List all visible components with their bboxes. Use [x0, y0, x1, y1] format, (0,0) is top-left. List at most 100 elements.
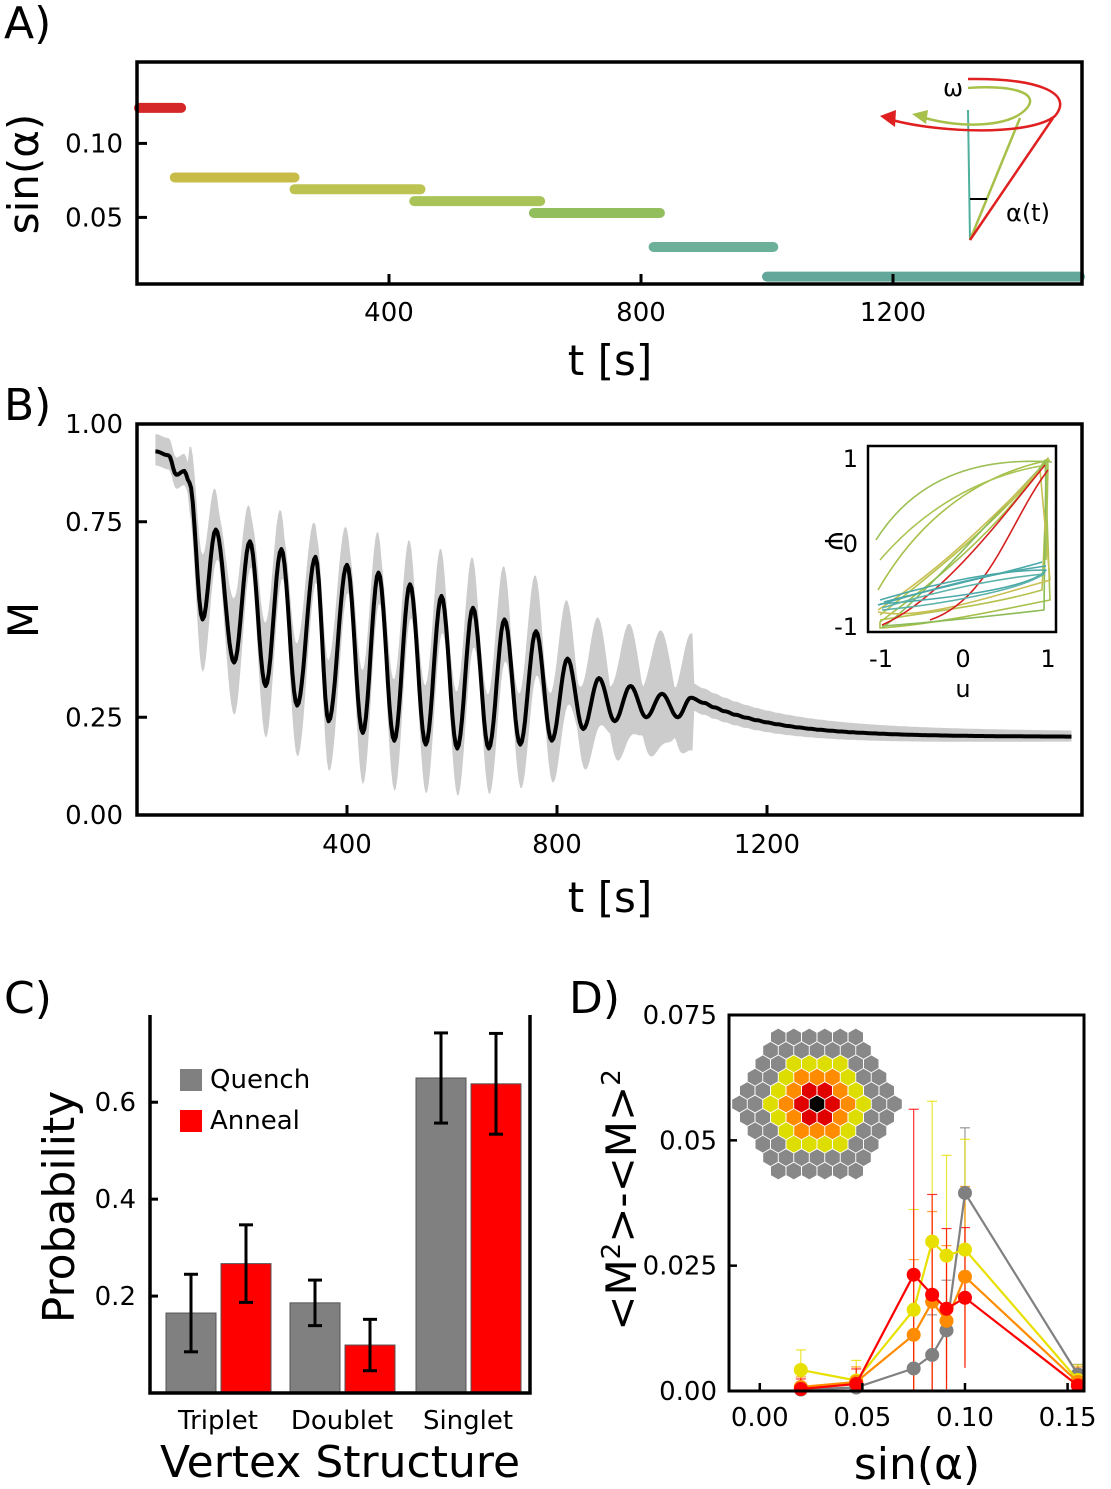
lattice-hexagon — [848, 1109, 863, 1126]
d-point — [793, 1362, 808, 1377]
a-x-tick-label: 1200 — [860, 298, 926, 328]
d-y-tick-label: 0.00 — [659, 1377, 717, 1407]
b-x-tick-label: 400 — [322, 830, 372, 860]
lattice-hexagon — [794, 1042, 809, 1059]
omega-label: ω — [943, 74, 963, 102]
lattice-hexagon — [747, 1122, 763, 1140]
c-x-tick-label: Singlet — [423, 1406, 513, 1436]
panel-b-mean-curve — [155, 449, 1072, 751]
inset-y-axis-label: Ψ — [819, 532, 847, 551]
d-x-tick-label: 0.15 — [1039, 1403, 1097, 1433]
c-y-tick-label: 0.6 — [95, 1088, 136, 1118]
lattice-hexagon — [887, 1095, 902, 1113]
d-point — [906, 1361, 921, 1376]
lattice-hexagon — [771, 1135, 786, 1153]
lattice-hexagon — [840, 1122, 856, 1140]
c-x-tick-label: Doublet — [291, 1406, 393, 1436]
lattice-hexagon — [809, 1122, 825, 1140]
inset-y-tick-label: -1 — [834, 613, 858, 641]
lattice-hexagon — [802, 1082, 817, 1099]
inset-x-axis-label: u — [955, 675, 970, 703]
d-point — [925, 1234, 940, 1249]
lattice-hexagon — [771, 1028, 786, 1046]
d-point — [1070, 1378, 1085, 1393]
lattice-hexagon — [848, 1028, 863, 1046]
lattice-hexagon — [778, 1068, 794, 1086]
d-series-line-0 — [800, 1189, 1079, 1391]
lattice-hexagon — [825, 1122, 840, 1140]
d-y-tick-label: 0.05 — [659, 1126, 717, 1156]
ylabel-sup-2: 2 — [597, 1069, 627, 1086]
d-point — [906, 1302, 921, 1317]
d-point — [939, 1313, 954, 1328]
lattice-hexagon — [848, 1055, 863, 1073]
lattice-hexagon — [848, 1135, 863, 1153]
lattice-hexagon — [856, 1095, 871, 1113]
lattice-hexagon — [864, 1135, 879, 1153]
lattice-hexagon — [864, 1109, 879, 1126]
panel-c-y-axis-label: Probability — [34, 1091, 85, 1324]
lattice-hexagon — [755, 1055, 770, 1073]
b-y-tick-label: 0.75 — [65, 508, 123, 538]
inset-y-tick-label: 0 — [843, 530, 858, 558]
lattice-hexagon — [833, 1082, 848, 1099]
lattice-hexagon — [871, 1068, 887, 1086]
d-point — [849, 1376, 864, 1391]
lattice-hexagon — [833, 1109, 848, 1126]
lattice-hexagon — [809, 1095, 825, 1113]
lattice-hexagon — [763, 1095, 778, 1113]
lattice-hexagon — [817, 1028, 832, 1046]
panel-d-frame — [727, 1013, 1086, 1393]
lattice-hexagon — [856, 1042, 871, 1059]
inset-x-tick-label: 0 — [955, 645, 970, 673]
lattice-hexagon — [763, 1149, 778, 1166]
lattice-hexagon — [840, 1095, 856, 1113]
legend-swatch-anneal — [180, 1110, 202, 1132]
lattice-hexagon — [778, 1095, 794, 1113]
lattice-hexagon — [848, 1162, 863, 1180]
inset-x-tick-label: 1 — [1040, 645, 1055, 673]
lattice-hexagon — [833, 1028, 848, 1046]
d-point — [793, 1381, 808, 1396]
d-point — [957, 1185, 972, 1200]
d-point — [906, 1267, 921, 1282]
lattice-hexagon — [879, 1082, 894, 1099]
lattice-hexagon — [794, 1068, 809, 1086]
lattice-hexagon — [802, 1109, 817, 1126]
alpha-label: α(t) — [1006, 199, 1050, 227]
b-y-tick-label: 0.00 — [65, 801, 123, 831]
lattice-hexagon — [825, 1149, 840, 1166]
lattice-hexagon — [825, 1042, 840, 1059]
lattice-hexagon — [786, 1082, 801, 1099]
lattice-hexagon — [817, 1055, 832, 1073]
panel-a-x-axis-label: t [s] — [568, 336, 652, 385]
lattice-hexagon — [825, 1095, 840, 1113]
d-y-tick-label: 0.075 — [643, 1001, 717, 1031]
lattice-hexagon — [786, 1028, 801, 1046]
lattice-hexagon — [755, 1109, 770, 1126]
lattice-hexagon — [747, 1095, 763, 1113]
lattice-hexagon — [755, 1082, 770, 1099]
panel-label-c: C) — [4, 973, 52, 1024]
lattice-hexagon — [763, 1042, 778, 1059]
lattice-hexagon — [864, 1055, 879, 1073]
d-x-tick-label: 0.10 — [936, 1403, 994, 1433]
bar-singlet-quench — [415, 1077, 467, 1394]
legend-label-anneal: Anneal — [210, 1106, 300, 1136]
inset-x-tick-label: -1 — [869, 645, 893, 673]
b-x-tick-label: 800 — [532, 830, 582, 860]
lattice-hexagon — [755, 1135, 770, 1153]
precession-cone-sketch: ω α(t) — [880, 74, 1062, 241]
d-point — [925, 1287, 940, 1302]
lattice-hexagon — [771, 1162, 786, 1180]
ylabel-base: <M — [597, 1259, 646, 1330]
lattice-hexagon — [817, 1135, 832, 1153]
lattice-hexagon — [809, 1068, 825, 1086]
b-y-tick-label: 1.00 — [65, 410, 123, 440]
lattice-hexagon — [763, 1068, 778, 1086]
lattice-hexagon — [833, 1055, 848, 1073]
panel-label-d: D) — [569, 973, 620, 1024]
